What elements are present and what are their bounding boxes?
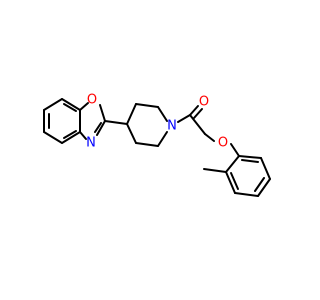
bond — [96, 120, 106, 136]
molecule-structure: O N N O O — [43, 93, 271, 197]
bond — [126, 123, 137, 144]
bond — [189, 114, 206, 135]
bond — [63, 130, 77, 139]
bond — [260, 157, 271, 180]
oxazole-oxygen-atom: O — [87, 93, 97, 108]
bond — [234, 192, 259, 197]
bond — [61, 98, 81, 111]
bond — [157, 106, 168, 122]
bond — [43, 131, 63, 144]
atom-label: O — [87, 93, 97, 108]
bond-layer — [43, 98, 271, 197]
bond — [63, 103, 77, 112]
bond — [230, 172, 239, 190]
atom-label: N — [86, 136, 96, 151]
atom-label: O — [199, 95, 209, 110]
bond — [104, 120, 128, 125]
bond — [254, 177, 265, 192]
bond — [225, 171, 236, 194]
bond — [99, 104, 106, 122]
bond — [204, 133, 215, 142]
carbonyl-oxygen-atom: O — [199, 95, 209, 110]
bond — [43, 98, 63, 111]
bond — [157, 131, 168, 147]
bond — [135, 142, 159, 147]
atom-label: N — [167, 119, 177, 134]
bond — [126, 103, 137, 125]
bond — [238, 155, 262, 159]
atom-label: O — [218, 136, 228, 151]
oxazole-nitrogen-atom: N — [86, 136, 96, 151]
ether-oxygen-atom: O — [218, 136, 228, 151]
bond — [225, 155, 240, 173]
bond — [241, 159, 259, 163]
bond — [135, 103, 159, 108]
bond — [79, 131, 87, 140]
atom-label-layer: O N N O O — [86, 93, 228, 151]
bond — [61, 131, 81, 144]
bond — [257, 178, 271, 197]
bond — [203, 168, 227, 173]
bond — [193, 108, 203, 119]
piperidine-nitrogen-atom: N — [167, 119, 177, 134]
bond — [177, 114, 191, 123]
bond — [230, 143, 240, 157]
bond — [79, 102, 89, 111]
bond — [94, 122, 102, 133]
bond — [189, 105, 199, 116]
